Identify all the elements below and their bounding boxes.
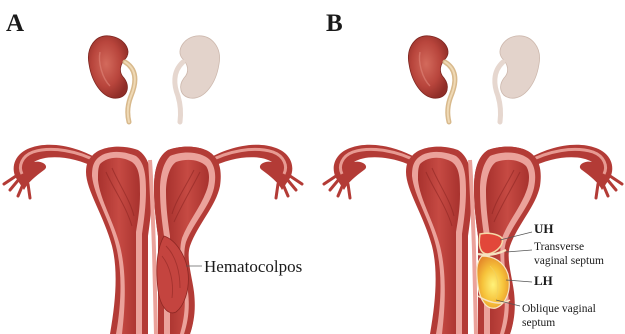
panel-b-letter: B [326, 10, 343, 37]
kidney-icon [88, 36, 219, 122]
oblique-label-line2: septum [522, 317, 555, 329]
panel-a: A Hematocolpos [4, 10, 302, 334]
transverse-leader [506, 250, 532, 252]
panel-a-letter: A [6, 10, 24, 37]
transverse-label-line2: vaginal septum [534, 255, 604, 267]
transverse-label-line1: Transverse [534, 241, 584, 253]
lh-label: LH [534, 273, 553, 288]
uh-label: UH [534, 221, 554, 236]
panel-b: B UH Transverse vaginal septum LH Obliqu… [324, 10, 622, 334]
oblique-label-line1: Oblique vaginal [522, 303, 596, 315]
kidney-icon-b [408, 36, 539, 122]
hematocolpos-label: Hematocolpos [204, 257, 302, 276]
uterus-illustration [4, 145, 302, 334]
